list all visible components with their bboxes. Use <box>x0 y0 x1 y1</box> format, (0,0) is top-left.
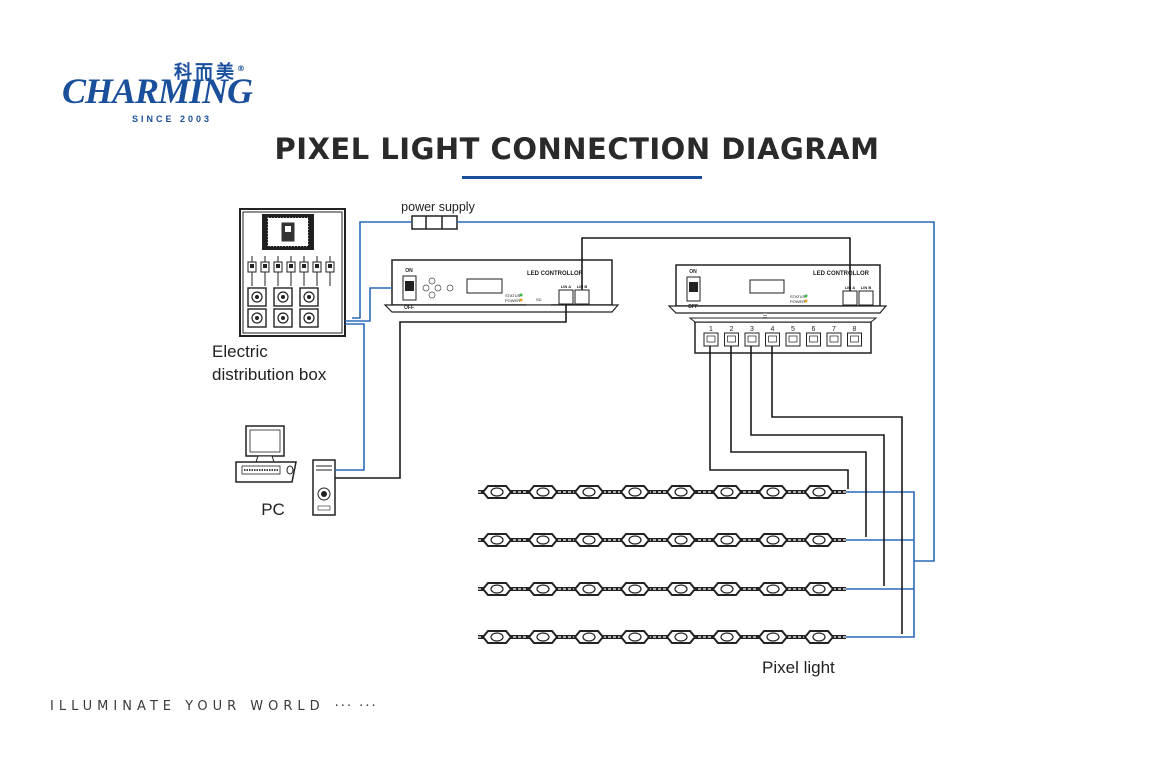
pixel-node <box>711 582 743 596</box>
led-controller-right: ON OFF LED CONTROLLOR STATUS POWER LIN A… <box>667 264 888 322</box>
pixel-node <box>757 533 789 547</box>
pixel-string <box>478 630 846 644</box>
pixel-node <box>665 582 697 596</box>
distribution-box-label-line2: distribution box <box>212 365 327 384</box>
switch-off-label-right: OFF <box>688 304 698 310</box>
switch-on-label: ON <box>405 268 413 274</box>
footer-slogan: ILLUMINATE YOUR WORLD··· ··· <box>50 699 378 714</box>
pixel-node <box>619 582 651 596</box>
pixel-node <box>619 485 651 499</box>
breaker-row <box>247 256 335 286</box>
pixel-node <box>573 533 605 547</box>
pixel-node <box>711 630 743 644</box>
pixel-node <box>803 485 835 499</box>
sd-slot-label: SD <box>536 297 542 302</box>
pixel-node <box>803 533 835 547</box>
power-supply: power supply <box>401 200 476 230</box>
page-title: PIXEL LIGHT CONNECTION DIAGRAM <box>274 132 880 166</box>
pixel-light-strings <box>478 485 846 644</box>
pixel-string <box>478 533 846 547</box>
pixel-node <box>665 533 697 547</box>
logo-since: SINCE 2003 <box>132 114 213 124</box>
signal-splitter: 1 2 3 4 5 6 7 8 <box>688 317 878 354</box>
power-led-label: POWER <box>505 298 520 303</box>
pixel-node <box>665 630 697 644</box>
splitter-port-number: 3 <box>750 326 754 333</box>
controller-title-right: LED CONTROLLOR <box>813 271 870 277</box>
pixel-node <box>527 630 559 644</box>
splitter-port-number: 4 <box>771 326 775 333</box>
pixel-node <box>757 485 789 499</box>
pixel-node <box>665 485 697 499</box>
status-led-label-right: STATUS <box>790 294 806 299</box>
port-a-label: LIN A <box>561 284 571 289</box>
pixel-node <box>573 582 605 596</box>
title-underline <box>462 176 702 179</box>
pixel-node <box>573 485 605 499</box>
power-supply-label: power supply <box>401 200 475 214</box>
pixel-node <box>711 533 743 547</box>
splitter-port-number: 2 <box>730 326 734 333</box>
splitter-port-number: 7 <box>832 326 836 333</box>
pixel-node <box>481 582 513 596</box>
pixel-node <box>481 533 513 547</box>
pixel-node <box>481 485 513 499</box>
pixel-node <box>527 485 559 499</box>
pixel-node <box>757 630 789 644</box>
pixel-node <box>573 630 605 644</box>
pixel-node <box>527 533 559 547</box>
controller-title: LED CONTROLLOR <box>527 271 584 277</box>
pc: PC <box>235 425 336 519</box>
pixel-string <box>478 485 846 499</box>
splitter-port-number: 1 <box>709 326 713 333</box>
splitter-port-number: 5 <box>791 326 795 333</box>
black-signal-wiring <box>335 237 903 634</box>
pixel-node <box>527 582 559 596</box>
pixel-node <box>757 582 789 596</box>
pixel-node <box>711 485 743 499</box>
socket-grid <box>247 287 319 328</box>
power-led-label-right: POWER <box>790 299 805 304</box>
blue-power-wiring <box>335 221 935 638</box>
pixel-node <box>481 630 513 644</box>
pixel-node <box>619 533 651 547</box>
led-controller-left: ON OFF LED CONTROLLOR STATUS POWER SD LI… <box>383 259 620 313</box>
distribution-box-label-line1: Electric <box>212 342 268 361</box>
brand-logo: 科而美® CHARMING SINCE 2003 <box>62 58 282 130</box>
pixel-light-label: Pixel light <box>762 658 835 677</box>
splitter-port-number: 8 <box>853 326 857 333</box>
pixel-node <box>803 630 835 644</box>
pixel-string <box>478 582 846 596</box>
status-led-label: STATUS <box>505 293 521 298</box>
distribution-box <box>239 208 346 337</box>
splitter-port-number: 6 <box>812 326 816 333</box>
switch-off-label: OFF <box>404 305 414 311</box>
logo-chinese-text: 科而美® <box>174 62 248 83</box>
pc-label: PC <box>261 500 285 519</box>
switch-on-label-right: ON <box>689 269 697 275</box>
pixel-node <box>803 582 835 596</box>
port-b-label-right: LIN B <box>861 285 872 290</box>
pixel-node <box>619 630 651 644</box>
logo-wordmark: CHARMING <box>62 71 253 111</box>
